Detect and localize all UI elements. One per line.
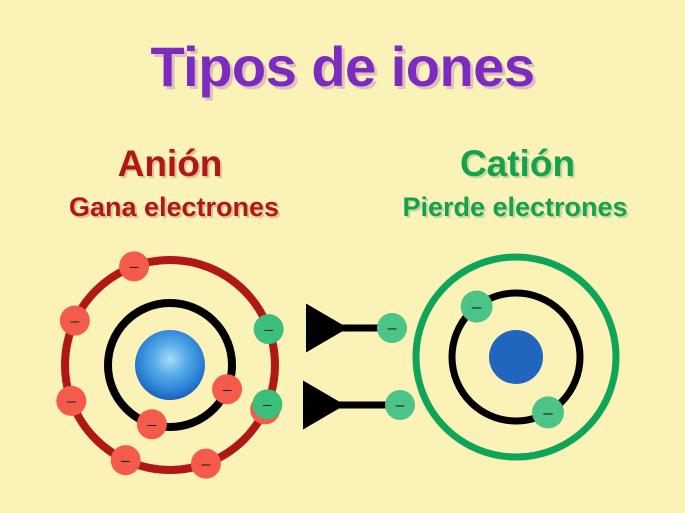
cation-heading: Catión (459, 143, 576, 184)
anion-gained-electron-6-charge-label: – (264, 321, 273, 338)
anion-inner-electron-1-charge-label: – (223, 381, 232, 398)
anion-outer-orbit (61, 256, 279, 474)
anion-outer-electron-2 (190, 448, 221, 479)
anion-outer-electron-0-charge-label: – (67, 393, 76, 410)
page-title: Tipos de iones (150, 35, 535, 98)
cation-outer-orbit (412, 253, 620, 461)
free-electron-0 (377, 313, 407, 343)
anion-inner-orbit (104, 299, 236, 431)
cation-nucleus (489, 330, 543, 384)
anion-inner-electron-1 (212, 374, 243, 405)
anion-outer-electron-4 (119, 251, 150, 282)
anion-outer-electron-5 (59, 305, 90, 336)
anion-outer-electron-4-charge-label: – (130, 259, 139, 276)
anion-outer-electron-5-charge-label: – (70, 313, 79, 330)
free-electron-1-charge-label: – (396, 397, 405, 414)
cation-atom: –– (412, 253, 620, 461)
cation-inner-electron-1-charge-label: – (472, 297, 482, 316)
cation-inner-electron-1 (460, 290, 493, 323)
anion-nucleus (135, 330, 205, 400)
anion-gained-electron-7-charge-label: – (263, 397, 272, 414)
anion-atom: –––––––––– (56, 251, 284, 479)
anion-inner-electron-0 (136, 409, 167, 440)
cation-subtitle: Pierde electrones (402, 192, 628, 222)
electron-transfer-group: –– (303, 303, 415, 430)
free-electron-0-charge-label: – (388, 320, 397, 337)
cation-inner-orbit (448, 289, 584, 425)
anion-outer-electron-2-charge-label: – (201, 456, 210, 473)
cation-inner-electron-0-charge-label: – (543, 403, 553, 422)
anion-gained-electron-7 (252, 389, 283, 420)
cation-inner-electron-0 (532, 396, 564, 429)
anion-outer-electron-1-charge-label: – (121, 452, 130, 469)
anion-inner-electron-0-charge-label: – (147, 417, 156, 434)
free-electron-1 (385, 390, 415, 420)
anion-gained-electron-6 (253, 314, 284, 345)
anion-outer-electron-0 (56, 385, 87, 416)
anion-subtitle: Gana electrones (68, 192, 280, 222)
anion-heading: Anión (117, 143, 223, 184)
anion-outer-electron-1 (110, 445, 141, 476)
